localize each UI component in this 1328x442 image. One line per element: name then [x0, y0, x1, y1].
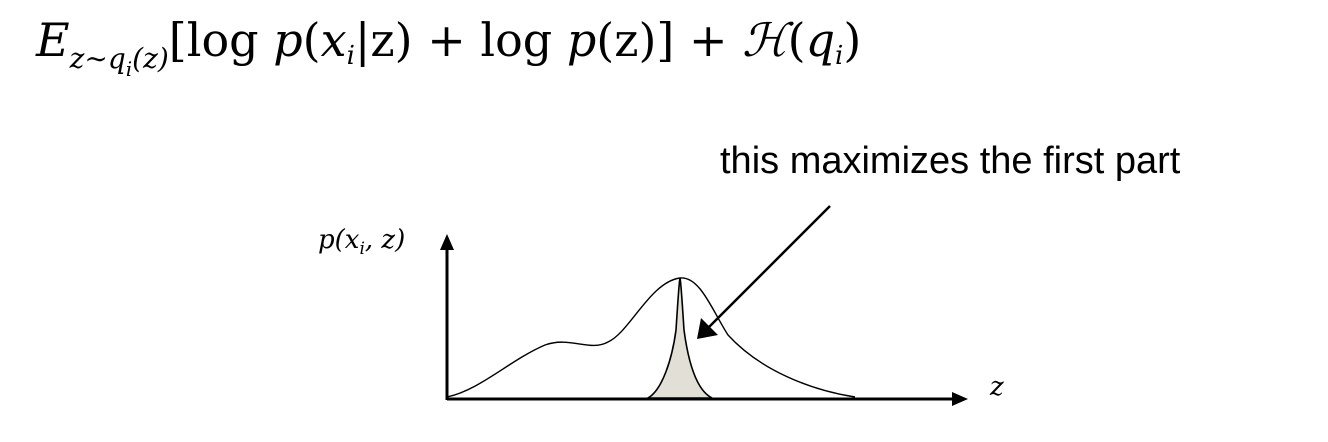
y-axis-arrowhead [440, 234, 454, 250]
expectation-subscript: z∼qi(z) [69, 42, 169, 81]
annotation-arrowhead [697, 318, 718, 339]
x-axis-label: z [989, 372, 1004, 402]
log-likelihood-start: [log [168, 13, 274, 67]
annotation-arrow [705, 205, 831, 331]
x-axis-arrowhead [952, 392, 968, 406]
y-axis-label: p(xi, z) [318, 225, 405, 259]
joint-density-curve [446, 277, 856, 398]
objective-equation: Ez∼qi(z)[log p(xi|z) + log p(z)] + ℋ(qi) [36, 13, 862, 81]
log-prior-term: |z) + log [354, 13, 567, 67]
expectation-symbol: E [36, 13, 70, 67]
entropy-symbol: ℋ [742, 13, 788, 67]
q-distribution-peak [644, 277, 713, 399]
annotation-text: this maximizes the first part [720, 140, 1181, 182]
